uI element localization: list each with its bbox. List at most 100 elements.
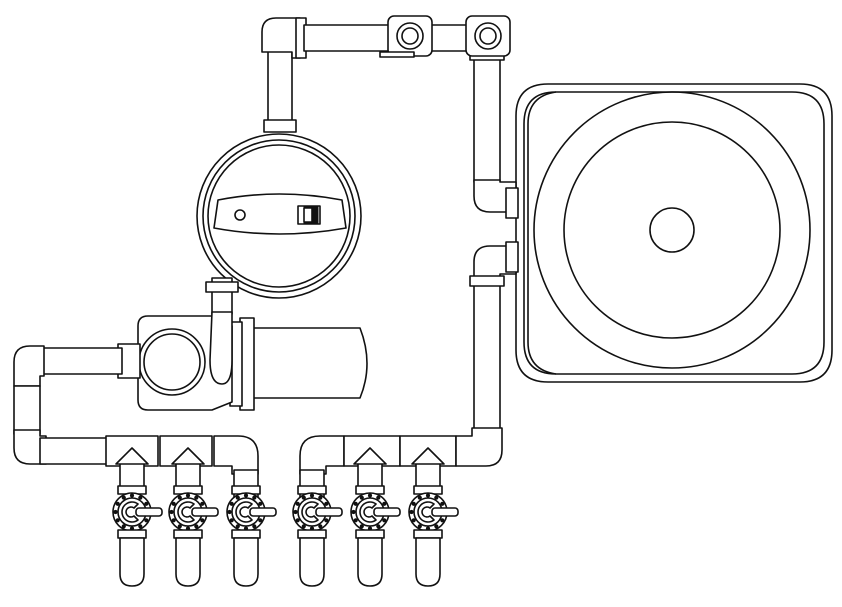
right-riser-lower [473,283,501,431]
valve-ball [235,501,253,523]
valve-collar-bottom [173,529,203,539]
union-ring-inner-left [401,27,419,45]
pool-basin [515,83,833,383]
right-riser-lower-collar [469,275,505,287]
valve-ball [301,501,319,523]
basin-inner-circle [563,121,781,339]
valve-bolt-dot [115,501,120,506]
valve-bolt-dot [411,518,416,523]
valve-bolt-dot [434,524,439,529]
top-horizontal-pipe [303,24,391,52]
valve-bolt-dot [229,518,234,523]
valve-bolt-dot [144,518,149,523]
valve-bolt-dot [417,495,422,500]
valve-stem-pipe [357,459,383,491]
filter-outlet-collar [263,119,297,133]
valve-ball [359,501,377,523]
valve-tail-pipe [175,537,201,587]
filter-handle-bar[interactable] [213,193,347,235]
right-riser-upper [473,51,501,183]
valve-tail-pipe [415,537,441,587]
basin-inner-rim [523,91,825,375]
valve-bolt-dot [301,524,306,529]
union-lever-left [379,51,415,58]
basin-lip-left [527,91,557,375]
pool-upper-collar [505,187,519,219]
basin-drain-circle [649,207,695,253]
valve-bolt-dot [252,524,257,529]
left-vertical-pipe [13,385,41,435]
valve-handle[interactable] [315,507,343,517]
valve-tee-nose [411,447,445,465]
valve-bolt-dot [434,495,439,500]
valve-bolt-dot [171,518,176,523]
valve-bolt-dot [382,501,387,506]
filter-drop-collar [205,281,239,293]
left-manifold-pipe [39,437,111,465]
valve-bolt-dot [171,501,176,506]
filter-handle-knob-slot [303,207,313,223]
basin-outer-circle [533,91,811,369]
valve-tail-pipe [357,537,383,587]
return-valve-1[interactable] [112,447,163,587]
valve-bolt-dot [258,518,263,523]
valve-stem-pipe [415,459,441,491]
valve-tail-pipe [119,537,145,587]
valve-tee-nose [171,447,205,465]
valve-tail-pipe [233,537,259,587]
valve-bolt-dot [440,501,445,506]
valve-bolt-dot [138,495,143,500]
valve-bolt-dot [252,495,257,500]
union-fitting-left [379,15,433,58]
suction-manifold-elbow [299,435,345,475]
left-upper-elbow [13,345,45,387]
valve-bolt-dot [235,524,240,529]
valve-handle[interactable] [249,507,277,517]
valve-handle[interactable] [431,507,459,517]
valve-bolt-dot [295,518,300,523]
return-valve-3[interactable] [226,469,277,587]
valve-bolt-dot [243,493,249,498]
return-manifold-elbow [213,435,259,475]
valve-handle[interactable] [373,507,401,517]
valve-bolt-dot [417,524,422,529]
union-ring-inner-right [479,27,497,45]
valve-bolt-dot [376,524,381,529]
valve-handle[interactable] [191,507,219,517]
suction-manifold-elbow-right [455,427,503,467]
pool-lower-collar [505,241,519,273]
valve-bolt-dot [194,524,199,529]
valve-handle[interactable] [135,507,163,517]
top-horizontal-pipe-mid [429,24,471,52]
filter-ring-3 [207,144,351,288]
valve-bolt-dot [177,524,182,529]
suction-valve-1[interactable] [292,469,343,587]
valve-bolt-dot [115,518,120,523]
valve-bolt-dot [200,501,205,506]
filter-ring-2 [202,139,356,293]
valve-collar-bottom [231,529,261,539]
pump-motor [251,327,368,399]
top-left-elbow [261,17,301,59]
left-pipe-loop [13,345,123,465]
valve-tail-pipe [299,537,325,587]
valve-row [112,447,459,587]
valve-bolt-dot [295,501,300,506]
valve-bolt-dot [129,493,135,498]
suction-valve-2[interactable] [350,447,401,587]
valve-collar-bottom [413,529,443,539]
valve-bolt-dot [194,495,199,500]
suction-valve-3[interactable] [408,447,459,587]
valve-tee-nose [115,447,149,465]
valve-bolt-dot [376,495,381,500]
valve-ball [121,501,139,523]
valve-bolt-dot [121,495,126,500]
valve-bolt-dot [318,495,323,500]
valve-bolt-dot [121,524,126,529]
return-valve-2[interactable] [168,447,219,587]
valve-stem-pipe [119,459,145,491]
valve-collar-bottom [355,529,385,539]
valve-bolt-dot [409,509,414,515]
valve-bolt-dot [293,509,298,515]
valve-bolt-dot [411,501,416,506]
